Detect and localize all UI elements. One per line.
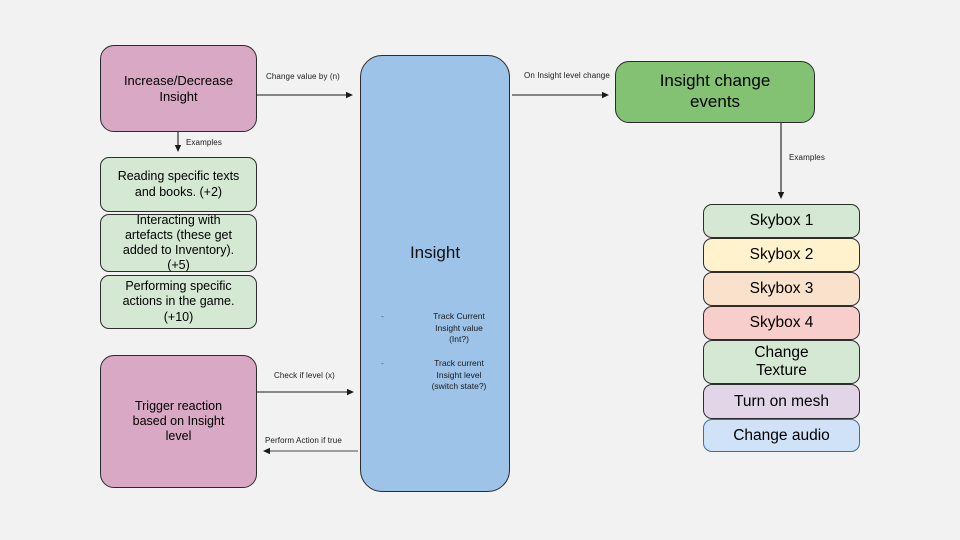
edge-label-on-insight-level-change: On Insight level change xyxy=(524,71,610,80)
node-example-reading-texts[interactable]: Reading specific texts and books. (+2) xyxy=(100,157,257,212)
edge-label-perform-action-if-true: Perform Action if true xyxy=(265,436,342,445)
insight-bullet: Track current Insight level (switch stat… xyxy=(375,358,499,392)
node-insight[interactable]: Insight Track Current Insight value (Int… xyxy=(360,55,510,492)
insight-title: Insight xyxy=(409,242,461,262)
node-insight-change-events[interactable]: Insight change events xyxy=(615,61,815,123)
event-item-skybox-2[interactable]: Skybox 2 xyxy=(703,238,860,272)
event-item-skybox-3[interactable]: Skybox 3 xyxy=(703,272,860,306)
node-trigger-reaction[interactable]: Trigger reaction based on Insight level xyxy=(100,355,257,488)
insight-bullet-list: Track Current Insight value (Int?) Track… xyxy=(361,300,509,405)
event-item-turn-on-mesh[interactable]: Turn on mesh xyxy=(703,384,860,419)
edge-label-check-if-level: Check if level (x) xyxy=(274,371,335,380)
insight-bullet: Track Current Insight value (Int?) xyxy=(375,311,499,345)
event-item-skybox-4[interactable]: Skybox 4 xyxy=(703,306,860,340)
event-item-change-texture[interactable]: Change Texture xyxy=(703,340,860,384)
node-example-interacting-artefacts[interactable]: Interacting with artefacts (these get ad… xyxy=(100,213,257,272)
event-item-skybox-1[interactable]: Skybox 1 xyxy=(703,204,860,238)
edge-label-change-value: Change value by (n) xyxy=(266,72,340,81)
node-example-performing-actions[interactable]: Performing specific actions in the game.… xyxy=(100,275,257,329)
edge-label-examples-right: Examples xyxy=(789,153,825,162)
event-item-change-audio[interactable]: Change audio xyxy=(703,419,860,452)
edge-label-examples-left: Examples xyxy=(186,138,222,147)
node-increase-decrease-insight[interactable]: Increase/Decrease Insight xyxy=(100,45,257,132)
